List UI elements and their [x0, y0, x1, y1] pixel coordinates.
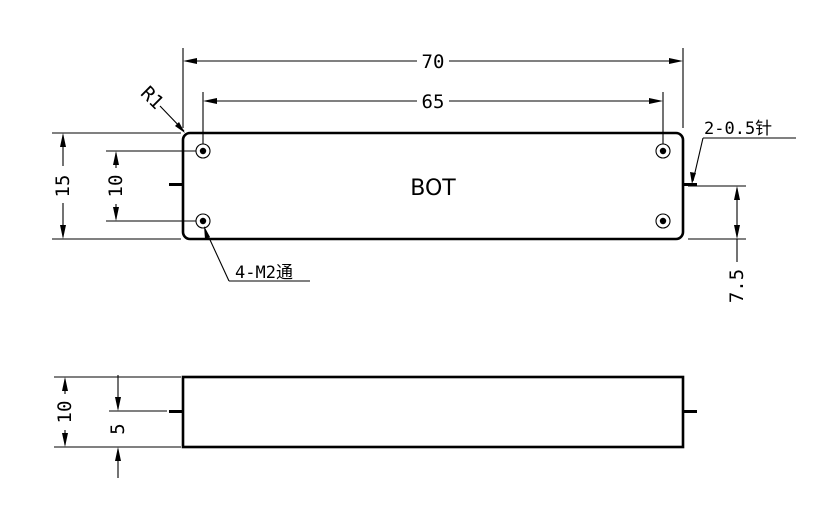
pin-right — [683, 183, 697, 186]
side-pin-left — [169, 410, 183, 413]
dimension-hole-spacing-length: 65 — [202, 91, 664, 144]
dimension-side-pin-height-text: 5 — [107, 423, 129, 434]
dimension-corner-radius: R1 — [136, 82, 185, 133]
mounting-hole-bottom-right — [655, 213, 671, 229]
dimension-side-height: 10 — [54, 376, 181, 448]
dimension-hole-spacing-width-text: 10 — [105, 175, 127, 198]
side-pin-right — [683, 410, 697, 413]
dimension-pin-offset: 7.5 — [688, 185, 748, 303]
top-view: BOT 70 65 R1 — [52, 48, 796, 303]
pin-left — [169, 183, 183, 186]
mounting-hole-top-right — [655, 143, 671, 159]
dimension-overall-width: 15 — [52, 132, 181, 240]
mounting-hole-bottom-left — [195, 213, 211, 229]
side-view-body-outline — [181, 375, 685, 449]
note-pins-leader: 2-0.5针 — [690, 119, 796, 184]
dimension-overall-width-text: 15 — [52, 175, 74, 198]
note-holes-text: 4-M2通 — [235, 263, 293, 283]
mounting-hole-top-left — [195, 143, 211, 159]
note-holes-leader: 4-M2通 — [204, 226, 310, 283]
dimension-hole-spacing-length-text: 65 — [422, 91, 445, 113]
dimension-side-pin-height: 5 — [107, 375, 167, 478]
dimension-overall-length-text: 70 — [422, 51, 445, 73]
dimension-overall-length: 70 — [182, 48, 684, 128]
note-pins-text: 2-0.5针 — [704, 119, 772, 139]
dimension-side-height-text: 10 — [54, 401, 76, 424]
part-label: BOT — [410, 176, 456, 201]
side-view: 10 5 — [54, 375, 697, 478]
dimension-hole-spacing-width: 10 — [105, 150, 196, 222]
dimension-pin-offset-text: 7.5 — [726, 269, 748, 303]
